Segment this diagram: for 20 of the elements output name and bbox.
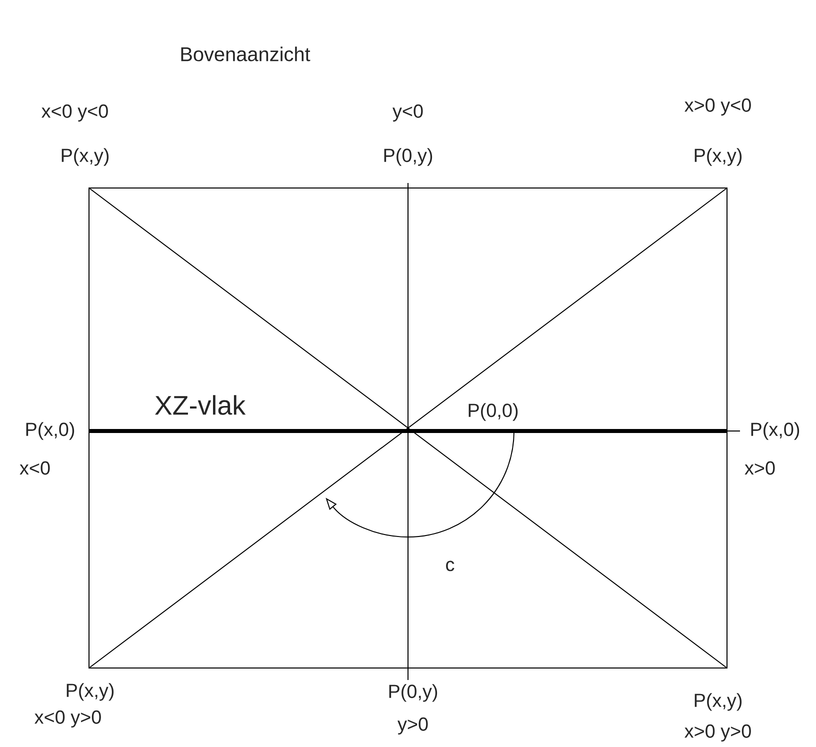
quadrant-label: x<0 y<0 xyxy=(42,104,108,122)
point-label: P(0,0) xyxy=(466,402,520,422)
quadrant-label: y>0 xyxy=(398,717,428,735)
title: Bovenaanzicht xyxy=(181,46,310,62)
point-label: P(x,y) xyxy=(694,148,742,166)
point-label: P(x,y) xyxy=(66,683,114,701)
quadrant-label: x<0 y>0 xyxy=(34,710,101,728)
plane-label: XZ-vlak xyxy=(155,395,246,415)
quadrant-label: x>0 xyxy=(744,461,775,475)
point-label: P(0,y) xyxy=(384,148,432,166)
quadrant-label: y<0 xyxy=(392,104,423,122)
point-label: P(x,0) xyxy=(751,422,800,440)
point-label: P(x,y) xyxy=(694,693,742,711)
quadrant-label: x>0 y<0 xyxy=(684,98,751,116)
point-label: P(0,y) xyxy=(389,684,438,702)
quadrant-label: x<0 xyxy=(20,461,50,475)
point-label: P(x,y) xyxy=(62,148,109,166)
quadrant-label: x>0 y>0 xyxy=(684,724,751,742)
point-label: P(x,0) xyxy=(26,422,74,440)
angle-label: c xyxy=(446,560,454,572)
